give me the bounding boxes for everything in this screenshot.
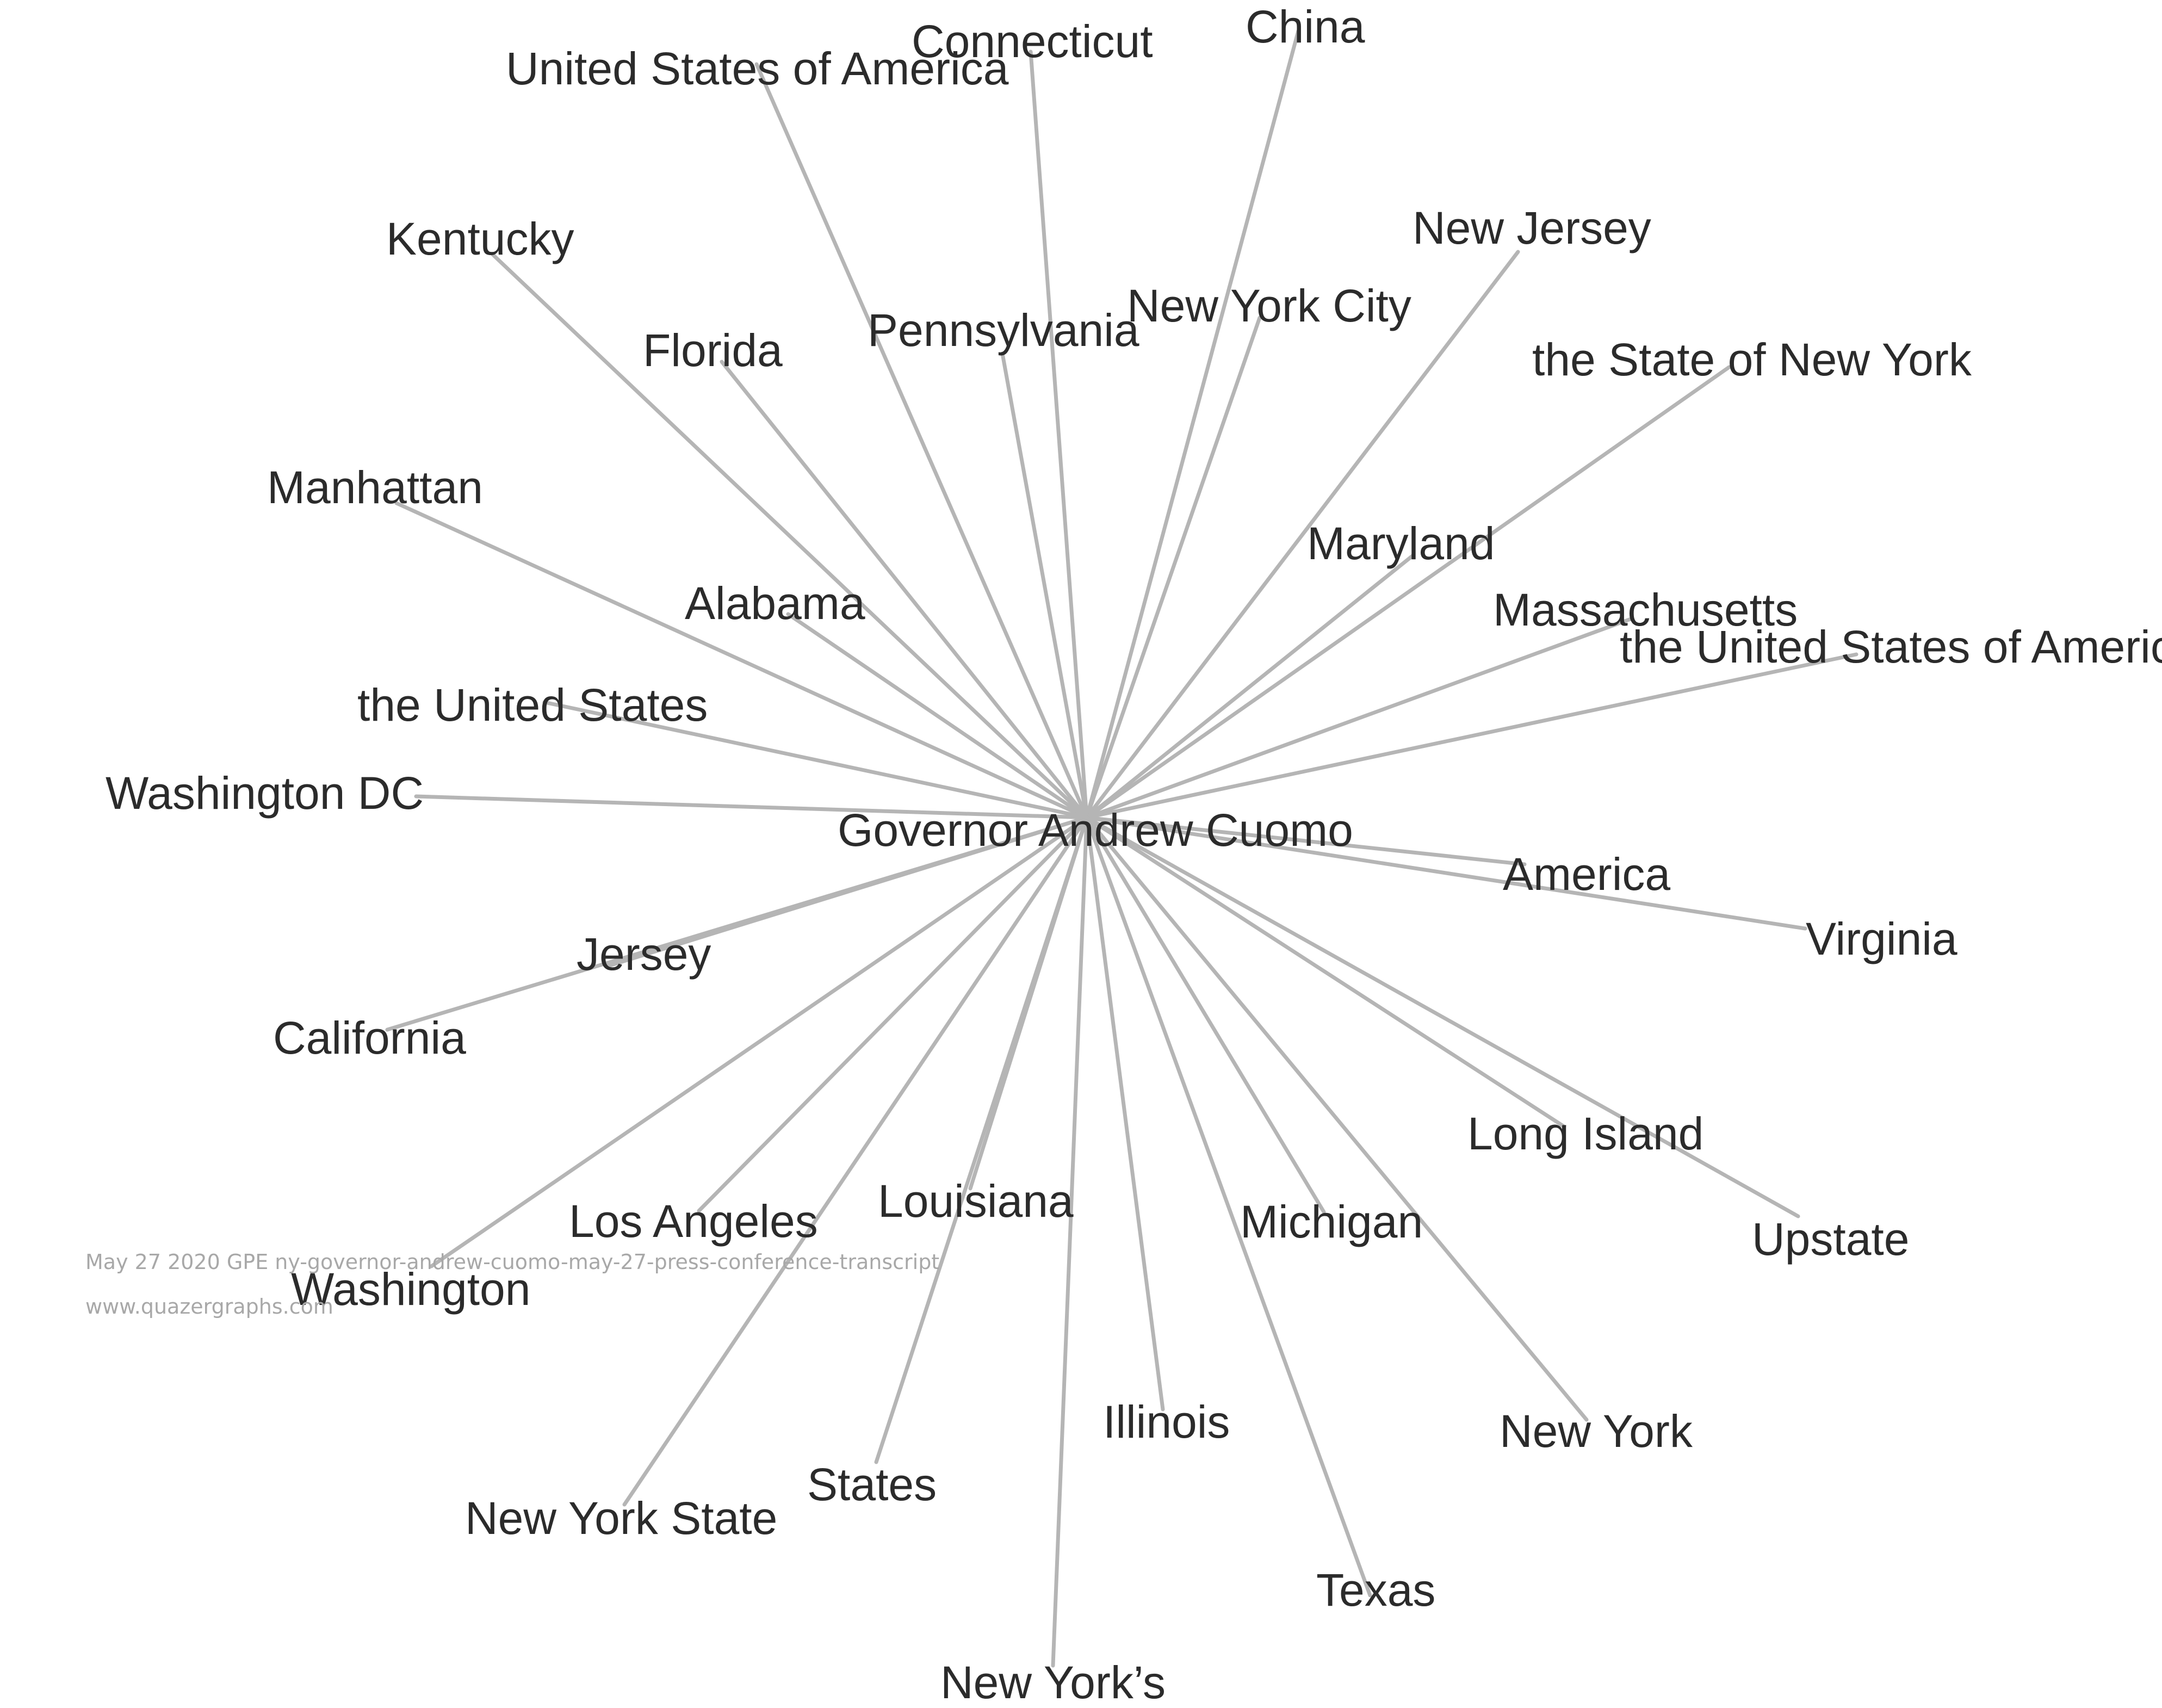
edge [786, 612, 1089, 820]
node-label: the United States [357, 679, 708, 731]
edge [414, 794, 1089, 820]
edge [1085, 815, 1800, 1218]
node-label: Jersey [577, 929, 711, 980]
node-label: Maryland [1307, 518, 1495, 569]
edge [720, 360, 1089, 820]
edge [1000, 351, 1089, 820]
edge [622, 815, 1089, 1507]
edge [385, 815, 1089, 1032]
edge [1085, 815, 1589, 1422]
edge [1029, 49, 1089, 820]
edge [1085, 553, 1415, 820]
edge [1085, 250, 1520, 820]
edge [874, 815, 1089, 1464]
center-node-label: Governor Andrew Cuomo [838, 805, 1353, 856]
edge [1085, 815, 1565, 1128]
node-label: Texas [1316, 1564, 1435, 1616]
node-label: Virginia [1806, 913, 1957, 964]
node-label: California [273, 1012, 466, 1063]
source-caption: May 27 2020 GPE ny-governor-andrew-cuomo… [85, 1250, 940, 1274]
node-label: States [807, 1459, 937, 1510]
node-label: the State of New York [1532, 334, 1972, 385]
node-label: Long Island [1467, 1108, 1703, 1159]
edge [1051, 815, 1089, 1668]
edge [1085, 815, 1527, 867]
edge [429, 815, 1089, 1268]
site-caption: www.quazergraphs.com [85, 1295, 333, 1319]
edge [1085, 315, 1262, 820]
node-label: New York State [465, 1493, 777, 1544]
node-label: Michigan [1240, 1196, 1423, 1247]
edge [697, 815, 1089, 1213]
node-label: Connecticut [912, 16, 1153, 67]
node-label: New York [1500, 1406, 1693, 1457]
node-label: Florida [643, 325, 783, 376]
edge-layer [385, 29, 1859, 1668]
edge [1085, 815, 1326, 1214]
node-label: Pennsylvania [868, 305, 1139, 356]
node-label: Washington DC [106, 768, 424, 819]
edge [1085, 652, 1859, 820]
node-label: New Jersey [1413, 202, 1651, 253]
node-label: Kentucky [386, 213, 574, 264]
edge [1085, 815, 1372, 1598]
node-label: Upstate [1752, 1214, 1910, 1265]
node-label: Los Angeles [569, 1196, 818, 1247]
node-label: New York City [1127, 280, 1411, 331]
edge [491, 252, 1089, 820]
edge [542, 700, 1089, 820]
node-label: the United States of America [1620, 621, 2162, 672]
node-label: Massachusetts [1493, 584, 1798, 635]
edge [394, 501, 1089, 820]
edge [1085, 29, 1300, 820]
edge [1085, 617, 1633, 820]
node-label: Manhattan [267, 462, 483, 513]
node-label: United States of America [506, 43, 1009, 94]
node-label: Illinois [1103, 1396, 1230, 1447]
node-label: America [1503, 849, 1670, 900]
node-label: New York’s [940, 1657, 1166, 1708]
edge [754, 62, 1089, 820]
node-label: Washington [291, 1264, 530, 1315]
node-label: Alabama [685, 578, 865, 629]
edge [1085, 365, 1731, 820]
edge [1085, 815, 1165, 1412]
node-label: China [1246, 1, 1365, 52]
edge [1085, 815, 1807, 931]
node-label: Louisiana [878, 1175, 1074, 1227]
